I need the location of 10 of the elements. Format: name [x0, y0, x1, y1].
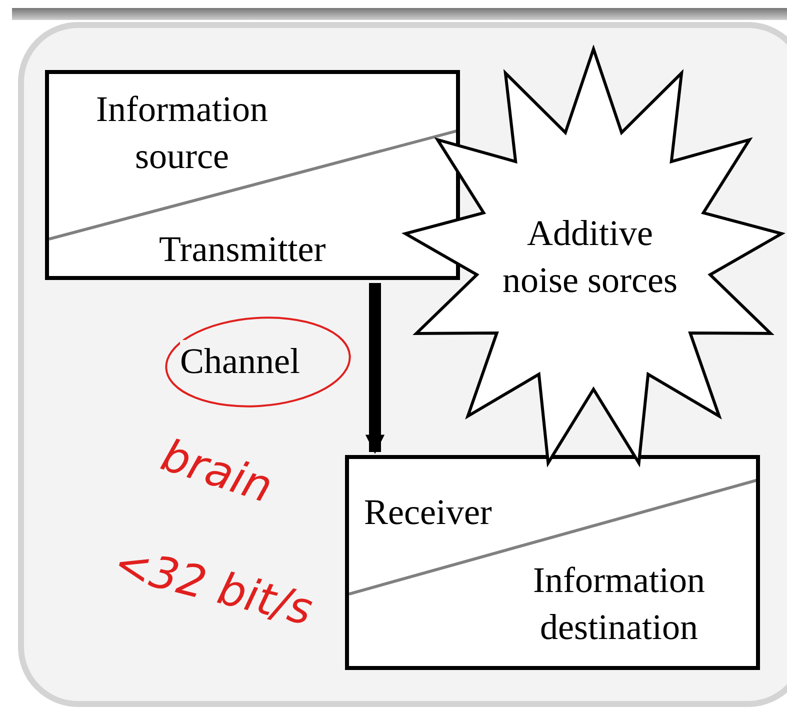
arrow [365, 283, 385, 454]
box-label: Information source [95, 88, 269, 178]
handwritten-note: <32 bit/s [110, 541, 316, 633]
process-box [345, 455, 760, 670]
box-label: Transmitter [159, 228, 327, 271]
box-label: Receiver [364, 491, 493, 534]
box-label: Information destination [532, 559, 706, 649]
handwritten-note: brain [156, 434, 278, 510]
process-box [45, 70, 460, 280]
noise-label: Additive noise sorces [502, 212, 678, 302]
